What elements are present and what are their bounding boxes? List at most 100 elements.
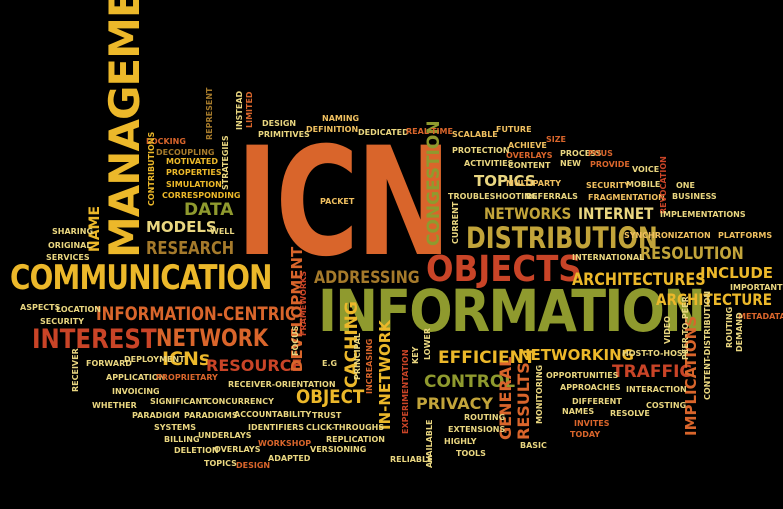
- word-underlays: UNDERLAYS: [198, 431, 252, 440]
- word-replication: REPLICATION: [326, 435, 385, 444]
- word-locking: LOCKING: [146, 137, 186, 146]
- word-icn: ICN: [236, 116, 451, 290]
- word-extensions: EXTENSIONS: [448, 425, 506, 434]
- word-contributions: CONTRIBUTIONS: [147, 131, 156, 206]
- word-packet: PACKET: [320, 197, 355, 206]
- word-resolution: RESOLUTION: [640, 244, 744, 264]
- word-billing: BILLING: [164, 435, 200, 444]
- word-host-to-host: HOST-TO-HOST: [622, 349, 689, 358]
- word-addressing: ADDRESSING: [314, 268, 420, 288]
- word-experimentation: EXPERIMENTATION: [401, 349, 410, 434]
- word-dedicated: DEDICATED: [358, 128, 409, 137]
- word-corresponding: CORRESPONDING: [162, 191, 241, 200]
- word-invites: INVITES: [574, 419, 610, 428]
- word-networks: NETWORKS: [484, 204, 572, 223]
- word-one: ONE: [676, 181, 695, 190]
- word-object: OBJECT: [296, 386, 365, 408]
- word-synchronization: SYNCHRONIZATION: [624, 231, 711, 240]
- word-today: TODAY: [570, 430, 601, 439]
- word-provide: PROVIDE: [590, 160, 630, 169]
- word-fragmentation: FRAGMENTATION: [588, 193, 665, 202]
- word-icns: ICNs: [162, 348, 211, 370]
- word-aspects: ASPECTS: [20, 303, 61, 312]
- word-represent: REPRESENT: [205, 87, 214, 141]
- word-trust: TRUST: [312, 411, 342, 420]
- word-whether: WHETHER: [92, 401, 137, 410]
- word-forward: FORWARD: [86, 359, 132, 368]
- word-opportunities: OPPORTUNITIES: [546, 371, 619, 380]
- word-click-throughs: CLICK-THROUGHS: [306, 423, 385, 432]
- word-future: FUTURE: [496, 125, 532, 134]
- word-primitives: PRIMITIVES: [258, 130, 310, 139]
- word-monitoring: MONITORING: [535, 364, 544, 424]
- word-reliable: RELIABLE: [390, 455, 433, 464]
- word-mobile: MOBILE: [626, 180, 661, 189]
- word-results: RESULTS: [514, 362, 533, 440]
- word-content-distribution: CONTENT-DISTRIBUTION: [703, 290, 712, 400]
- word-activities: ACTIVITIES: [464, 159, 514, 168]
- word-include: INCLUDE: [700, 264, 774, 282]
- word-metadata: METADATA: [738, 312, 783, 321]
- word-platforms: PLATFORMS: [718, 231, 773, 240]
- word-objects: OBJECTS: [426, 249, 582, 290]
- word-security: SECURITY: [586, 181, 630, 190]
- word-different: DIFFERENT: [572, 397, 622, 406]
- word-size: SIZE: [546, 135, 567, 144]
- word-frameworks: FRAMEWORKS: [299, 271, 308, 336]
- word-models: MODELS: [146, 218, 217, 236]
- word-original: ORIGINAL: [48, 241, 92, 250]
- word-concurrency: CONCURRENCY: [206, 397, 274, 406]
- word-resolve: RESOLVE: [610, 409, 650, 418]
- word-overlays: OVERLAYS: [506, 151, 553, 160]
- word-limited: LIMITED: [245, 91, 254, 128]
- word-sharing: SHARING: [52, 227, 94, 236]
- word-referrals: REFERRALS: [526, 192, 578, 201]
- word-systems: SYSTEMS: [154, 423, 196, 432]
- word-receiver-orientation: RECEIVER-ORIENTATION: [228, 380, 336, 389]
- word-efficient: EFFICIENT: [438, 348, 536, 368]
- word-scalable: SCALABLE: [452, 130, 498, 139]
- word-simulation: SIMULATION: [166, 180, 222, 189]
- word-management: MANAGEMENT: [100, 0, 149, 258]
- word-traffic: TRAFFIC: [612, 362, 692, 382]
- word-versioning: VERSIONING: [310, 445, 367, 454]
- word-congestion: CONGESTION: [424, 120, 444, 246]
- word-design: DESIGN: [262, 119, 297, 128]
- word-names: NAMES: [562, 407, 595, 416]
- word-receiver: RECEIVER: [71, 348, 80, 392]
- word-in-network: IN-NETWORK: [376, 320, 394, 430]
- word-properties: PROPERTIES: [166, 168, 222, 177]
- word-well: WELL: [210, 227, 235, 236]
- word-important: IMPORTANT: [730, 283, 783, 292]
- word-security2: SECURITY: [40, 317, 84, 326]
- word-architectures: ARCHITECTURES: [572, 270, 706, 290]
- word-achieve: ACHIEVE: [508, 141, 547, 150]
- word-basic: BASIC: [520, 441, 547, 450]
- word-interaction: INTERACTION: [626, 385, 687, 394]
- word-research: RESEARCH: [146, 238, 235, 259]
- word-workshop: WORKSHOP: [258, 439, 312, 448]
- word-distribution: DISTRIBUTION: [466, 221, 658, 255]
- word-eg: E.G: [322, 359, 338, 368]
- word-information: INFORMATION: [318, 277, 706, 345]
- word-instead: INSTEAD: [235, 90, 244, 130]
- word-deletion: DELETION: [174, 446, 219, 455]
- word-implementations: IMPLEMENTATIONS: [660, 210, 746, 219]
- word-deployment: DEPLOYMENT: [124, 355, 185, 364]
- word-business: BUSINESS: [672, 192, 717, 201]
- word-networking: NETWORKING: [518, 346, 634, 364]
- word-peer-to-peer: PEER-TO-PEER: [681, 296, 690, 360]
- word-privacy: PRIVACY: [416, 394, 494, 413]
- word-routing2: ROUTING: [464, 413, 506, 422]
- word-key: KEY: [411, 346, 420, 364]
- word-data: DATA: [184, 200, 234, 220]
- word-multiparty: MULTIPARTY: [506, 179, 562, 188]
- word-decoupling: DECOUPLING: [156, 148, 215, 157]
- word-naming: NAMING: [322, 114, 360, 123]
- word-application: APPLICATION: [106, 373, 166, 382]
- word-highly: HIGHLY: [444, 437, 477, 446]
- word-internet: INTERNET: [578, 204, 654, 223]
- word-overlays2: OVERLAYS: [214, 445, 261, 454]
- word-new: NEW: [560, 159, 581, 168]
- word-significant: SIGNIFICANT: [150, 397, 208, 406]
